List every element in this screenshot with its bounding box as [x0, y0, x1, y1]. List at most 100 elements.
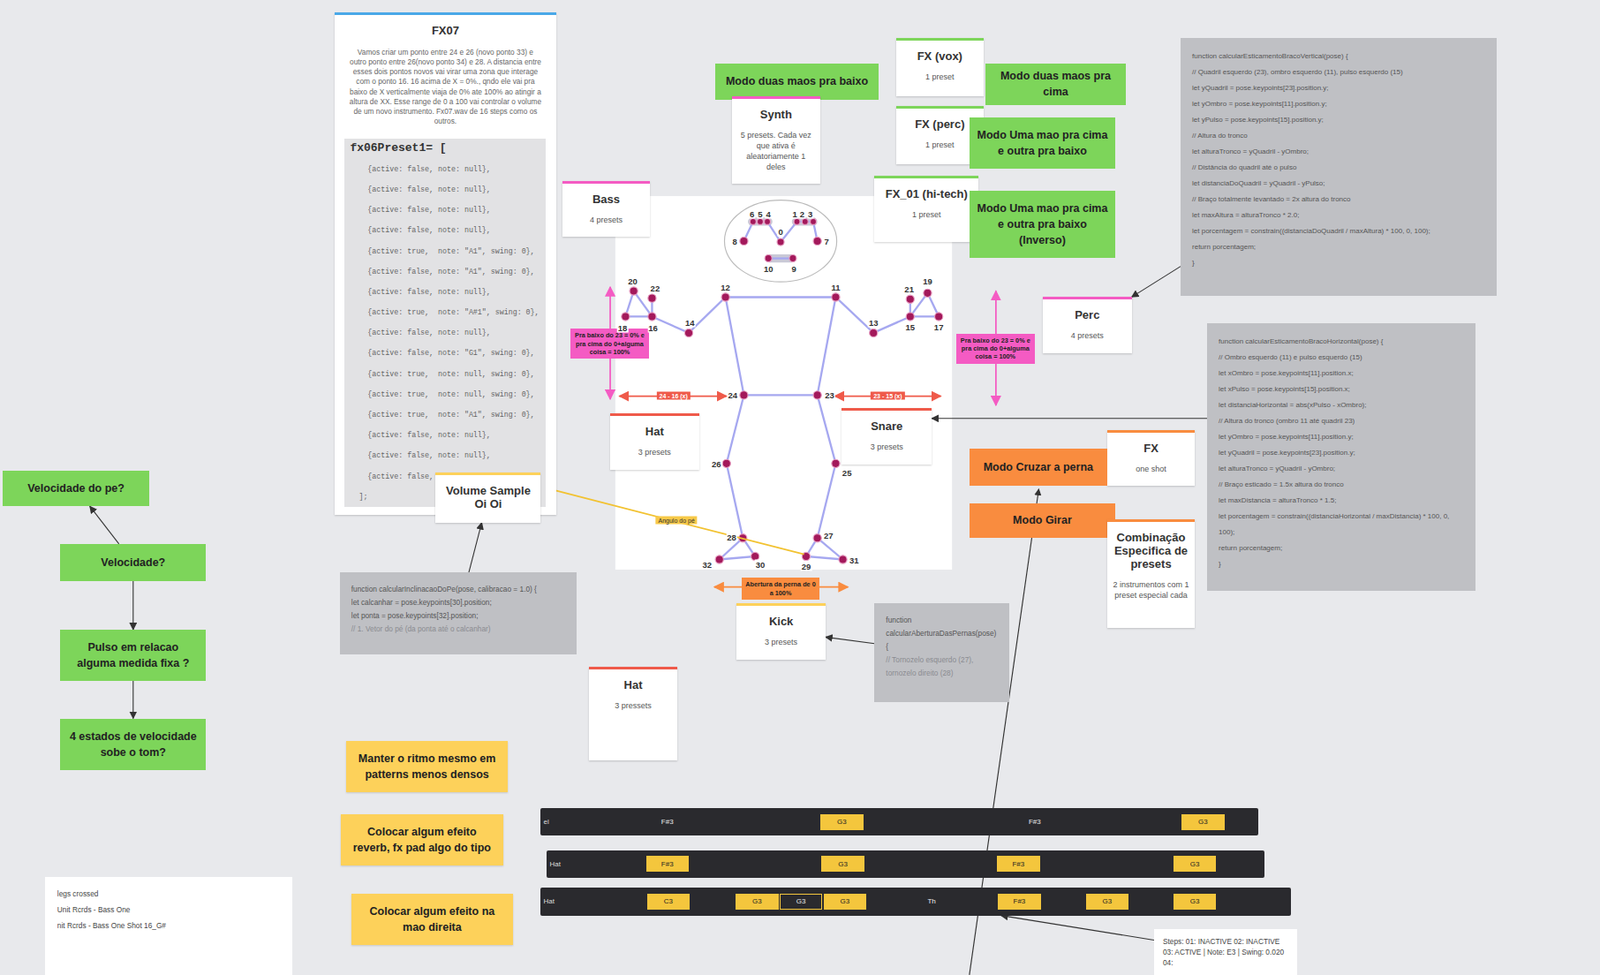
range-tag: Pra baixo do 23 = 0% e pra cima do 0+alg…: [956, 333, 1035, 364]
mode-box: Modo Cruzar a perna: [969, 448, 1108, 486]
code-line: // Tornozelo esquerdo (27), tornozelo di…: [885, 653, 998, 680]
keypoint-number: 30: [754, 559, 767, 570]
code-line: let porcentagem = constrain((distanciaDo…: [1192, 223, 1486, 240]
code-line: {active: false, note: null},: [349, 225, 541, 235]
keypoint-number: 31: [848, 555, 861, 566]
code-line: {active: true, note: null, swing: 0},: [349, 369, 541, 379]
box-title: Velocidade?: [100, 554, 166, 571]
sequencer-track: HatC3G3G3G3ThF#3G3G3: [540, 887, 1291, 915]
box-text: 5 presets. Cada vez que ativa é aleatori…: [737, 129, 816, 174]
sequencer-track: HatF#3G3F#3G3: [546, 850, 1264, 878]
question-box: 4 estados de velocidade sobe o tom?: [60, 718, 206, 771]
code-line: }: [1218, 556, 1465, 573]
keypoint-number: 8: [731, 235, 738, 246]
code-block: function calcularEsticamentoBracoHorizon…: [1207, 323, 1476, 591]
instrument-card: Perc4 presets: [1042, 296, 1133, 354]
eye-band: [792, 217, 818, 226]
code-line: function calcularAberturaDasPernas(pose)…: [885, 613, 998, 654]
step-cell: G3: [779, 893, 823, 909]
box-text: 3 presets: [638, 446, 672, 458]
keypoint-number: 9: [790, 263, 797, 273]
code-line: let porcentagem = constrain((distanciaHo…: [1218, 508, 1465, 541]
step-cell: G3: [1173, 893, 1217, 909]
code-line: {active: false, note: null},: [349, 450, 541, 461]
sticky-note: Manter o ritmo mesmo em patterns menos d…: [346, 740, 509, 793]
keypoint-number: 11: [830, 281, 841, 292]
instrument-card: Snare3 presets: [841, 407, 932, 465]
instrument-card: Volume Sample Oi Oi: [435, 472, 541, 523]
box-title: Modo Cruzar a perna: [983, 459, 1094, 476]
step-cell: F#3: [646, 855, 690, 871]
dimension-tag: 23 - 15 (x): [870, 392, 905, 400]
code-line: return porcentagem;: [1192, 239, 1486, 256]
box-title: Modo Uma mao pra cima e outra pra baixo: [976, 127, 1109, 159]
keypoint-number: 1: [792, 208, 799, 219]
track-name: Hat: [542, 893, 554, 909]
box-title: Synth: [760, 107, 793, 121]
step-cell: C3: [647, 893, 691, 909]
box-title: Hat: [624, 678, 643, 692]
head-outline: [724, 200, 837, 282]
box-title: Colocar algum efeito reverb, fx pad algo…: [347, 823, 497, 856]
code-line: let yOmbro = pose.keypoints[11].position…: [1192, 96, 1486, 113]
keypoint-number: 7: [822, 235, 830, 246]
box-text: 4 presets: [589, 214, 623, 226]
box-title: Pulso em relacao alguma medida fixa ?: [67, 639, 199, 672]
box-title: Bass: [592, 192, 620, 206]
box-text: 2 instrumentos com 1 preset especial cad…: [1112, 579, 1190, 601]
box-title: FX (perc): [914, 117, 965, 131]
box-title: Modo duas maos pra baixo: [725, 73, 868, 90]
step-cell: G3: [1086, 893, 1130, 909]
box-title: Volume Sample Oi Oi: [440, 483, 536, 511]
instrument-card: Hat3 presets: [610, 413, 700, 470]
box-text: Vamos criar um ponto entre 24 e 26 (novo…: [339, 47, 551, 128]
connector-arrow: [1132, 266, 1181, 298]
box-text: 3 pressets: [614, 700, 652, 711]
step-cell: G3: [820, 814, 864, 830]
note-card: FX07Vamos criar um ponto entre 24 e 26 (…: [334, 12, 557, 515]
code-block: function calcularEsticamentoBracoVertica…: [1180, 37, 1497, 296]
leader-line: [542, 486, 805, 554]
connector-arrow: [90, 505, 120, 544]
keypoint-number: 15: [905, 321, 917, 332]
code-line: let distanciaHorizontal = abs(xPulso - x…: [1218, 397, 1465, 414]
box-text: 3 presets: [764, 636, 798, 648]
code-line: // Ombro esquerdo (11) e pulso esquerdo …: [1218, 349, 1465, 366]
box-title: Pra baixo do 23 = 0% e pra cima do 0+alg…: [573, 331, 647, 355]
code-line: let maxAltura = alturaTronco * 2.0;: [1192, 207, 1486, 224]
keypoint-number: 23: [823, 390, 836, 400]
code-line: function calcularEsticamentoBracoHorizon…: [1218, 333, 1465, 350]
code-line: {active: false, note: null},: [349, 164, 541, 174]
sticky-note: Colocar algum efeito reverb, fx pad algo…: [340, 814, 504, 866]
code-line: fx06Preset1= [: [349, 143, 541, 153]
mouth-band: [765, 254, 797, 263]
step-cell: F#3: [997, 893, 1042, 909]
dimension-tag: Angulo do pé: [656, 516, 698, 525]
instrument-card: FXone shot: [1107, 430, 1195, 487]
box-title: 4 estados de velocidade sobe o tom?: [67, 728, 199, 761]
connector-arrow: [1001, 915, 1155, 941]
keypoint-number: 2: [799, 208, 806, 219]
box-text: Unit Rcrds - Bass One: [57, 901, 280, 918]
code-line: {active: true, note: "A1", swing: 0},: [349, 246, 541, 257]
code-line: let maxDistancia = alturaTronco * 1.5;: [1218, 492, 1465, 509]
code-line: let yPulso = pose.keypoints[15].position…: [1192, 112, 1486, 129]
keypoint-number: 19: [921, 275, 934, 286]
box-title: Combinação Especifica de presets: [1112, 530, 1190, 571]
box-title: Velocidade do pe?: [27, 480, 125, 497]
box-title: legs crossed: [57, 885, 280, 902]
instrument-card: Synth 5 presets. Cada vez que ativa é ale…: [732, 96, 822, 184]
code-block: function calcularInclinacaoDoPe(pose, ca…: [339, 572, 577, 654]
keypoint-number: 4: [765, 208, 772, 219]
connector-arrow: [825, 636, 876, 643]
note-card: legs crossedUnit Rcrds - Bass Onenit Rcr…: [45, 876, 293, 975]
code-line: let xOmbro = pose.keypoints[11].position…: [1218, 365, 1465, 382]
keypoint-number: 12: [719, 281, 732, 292]
keypoint-number: 27: [822, 529, 835, 540]
keypoint-number: 28: [725, 531, 738, 542]
code-line: let calcanhar = pose.keypoints[30].posit…: [351, 596, 566, 610]
keypoint-number: 24: [726, 390, 739, 400]
code-line: let alturaTronco = yQuadril - yOmbro;: [1192, 143, 1486, 160]
code-line: function calcularEsticamentoBracoVertica…: [1192, 48, 1486, 65]
code-line: }: [1192, 255, 1486, 272]
